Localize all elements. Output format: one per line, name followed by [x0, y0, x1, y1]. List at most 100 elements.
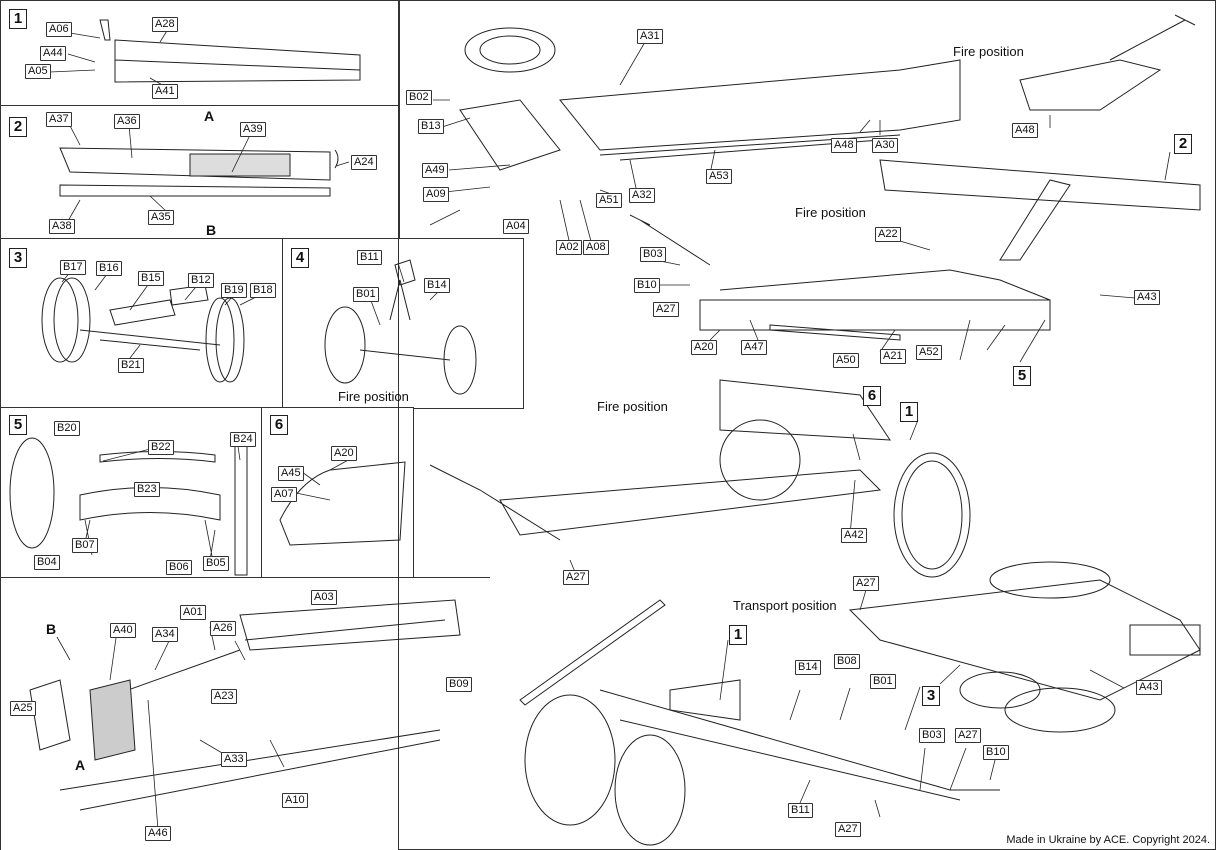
part-label: B23: [134, 482, 160, 497]
part-label: B10: [634, 278, 660, 293]
step-4-panel: [282, 238, 524, 409]
fire-position-caption: Fire position: [953, 44, 1024, 59]
part-label: A51: [596, 193, 622, 208]
part-label: A23: [211, 689, 237, 704]
part-label: A26: [210, 621, 236, 636]
wheel: [41, 277, 79, 363]
part-label: A42: [841, 528, 867, 543]
wheel: [524, 694, 616, 826]
part-label: B15: [138, 271, 164, 286]
part-label: B07: [72, 538, 98, 553]
part-label: A22: [875, 227, 901, 242]
copyright-text: Made in Ukraine by ACE. Copyright 2024.: [1006, 834, 1210, 846]
part-label: A04: [503, 219, 529, 234]
part-label: A45: [278, 466, 304, 481]
part-label: B06: [166, 560, 192, 575]
part-label: B11: [788, 803, 813, 818]
part-label: A43: [1134, 290, 1160, 305]
arrow-label-b: B: [46, 621, 57, 637]
step-number-5: 5: [9, 415, 27, 435]
part-label: B24: [230, 432, 256, 447]
part-label: B11: [357, 250, 382, 265]
wheel: [893, 452, 971, 578]
part-label: B01: [870, 674, 896, 689]
part-label: A25: [10, 701, 36, 716]
part-label: A20: [331, 446, 357, 461]
part-label: A01: [180, 605, 206, 620]
part-label: B09: [446, 677, 472, 692]
part-label: B10: [983, 745, 1009, 760]
part-label: A09: [423, 187, 449, 202]
cradle-part: [879, 159, 1201, 211]
step-ref-3: 3: [922, 686, 940, 706]
wheel: [464, 27, 556, 73]
part-label: A53: [706, 169, 732, 184]
cradle-part: [59, 147, 331, 197]
part-label: B05: [203, 556, 229, 571]
fire-position-caption: Fire position: [338, 389, 409, 404]
part-label: A07: [271, 487, 297, 502]
part-label: A03: [311, 590, 337, 605]
part-label: A06: [46, 22, 72, 37]
arrow-label-a: A: [75, 757, 86, 773]
part-label: B18: [250, 283, 276, 298]
step-ref-1: 1: [900, 402, 918, 422]
part-label: A20: [691, 340, 717, 355]
part-label: A49: [422, 163, 448, 178]
trail-frame: [239, 599, 461, 651]
part-label: A27: [653, 302, 679, 317]
transport-position-caption: Transport position: [733, 598, 837, 613]
arrow-label-b: B: [206, 222, 217, 238]
part-label: B04: [34, 555, 60, 570]
step-ref-5: 5: [1013, 366, 1031, 386]
step-number-2: 2: [9, 117, 27, 137]
part-label: A47: [741, 340, 767, 355]
part-label: A08: [583, 240, 609, 255]
barrel-part: [114, 39, 361, 83]
part-label: A32: [629, 188, 655, 203]
part-label: B22: [148, 440, 174, 455]
part-label: A36: [114, 114, 140, 129]
part-label: B12: [188, 273, 214, 288]
step-ref-6: 6: [863, 386, 881, 406]
part-label: A02: [556, 240, 582, 255]
step-5-panel: [0, 407, 263, 579]
part-label: A27: [955, 728, 981, 743]
part-label: A43: [1136, 680, 1162, 695]
part-label: B14: [795, 660, 821, 675]
step-7-panel: [0, 577, 490, 850]
part-label: A41: [152, 84, 178, 99]
step-number-1: 1: [9, 9, 27, 29]
step-number-6: 6: [270, 415, 288, 435]
part-label: A38: [49, 219, 75, 234]
part-label: B01: [353, 287, 379, 302]
fire-position-caption: Fire position: [795, 205, 866, 220]
part-label: A27: [853, 576, 879, 591]
step-ref-2: 2: [1174, 134, 1192, 154]
part-label: A21: [880, 349, 906, 364]
part-label: A30: [872, 138, 898, 153]
part-label: A28: [152, 17, 178, 32]
part-label: B14: [424, 278, 450, 293]
part-label: B16: [96, 261, 122, 276]
part-label: A27: [563, 570, 589, 585]
part-label: A24: [351, 155, 377, 170]
part-label: B08: [834, 654, 860, 669]
part-label: A35: [148, 210, 174, 225]
step-ref-1: 1: [729, 625, 747, 645]
part-label: A40: [110, 623, 136, 638]
part-label: B13: [418, 119, 444, 134]
part-label: A05: [25, 64, 51, 79]
part-label: B03: [919, 728, 945, 743]
part-label: A33: [221, 752, 247, 767]
part-label: B21: [118, 358, 144, 373]
fire-position-caption: Fire position: [597, 399, 668, 414]
part-label: A27: [835, 822, 861, 837]
part-label: A31: [637, 29, 663, 44]
step-number-3: 3: [9, 248, 27, 268]
part-label: A46: [145, 826, 171, 841]
arrow-label-a: A: [204, 108, 215, 124]
part-label: A48: [831, 138, 857, 153]
part-label: B20: [54, 421, 80, 436]
part-label: A44: [40, 46, 66, 61]
